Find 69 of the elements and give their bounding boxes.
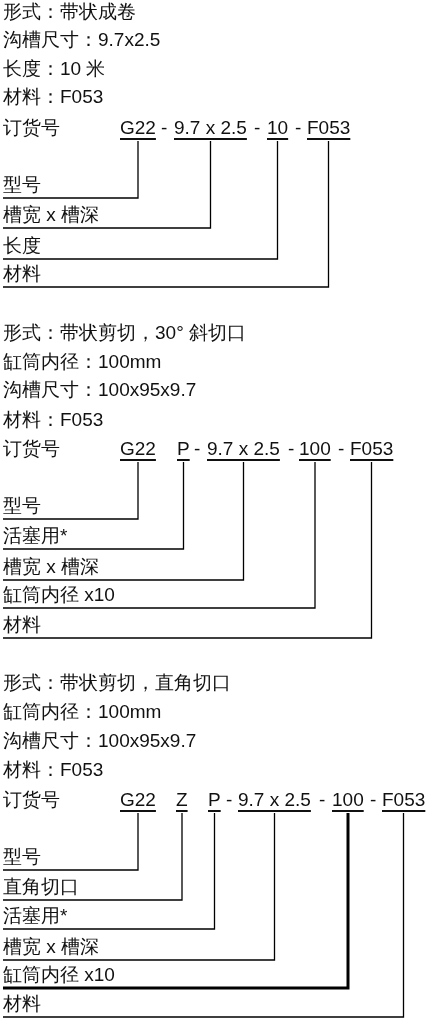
- leader-line: [3, 813, 350, 990]
- leader-line: [2, 461, 316, 609]
- order-code-text: G22: [120, 115, 156, 141]
- description-text: 材料: [3, 991, 41, 1017]
- description-text: 型号: [3, 493, 41, 519]
- separator-dash: -: [288, 437, 295, 461]
- leader-line: [2, 812, 183, 901]
- leader-line: [2, 812, 405, 1018]
- leader-line: [2, 812, 216, 930]
- leader-line: [2, 140, 139, 199]
- leader-line: [2, 140, 212, 229]
- order-number-label: 订货号: [3, 116, 60, 140]
- order-code-text: F053: [382, 787, 426, 813]
- order-code-text: G22: [120, 436, 156, 462]
- spec-text: 沟槽尺寸：100x95x9.7: [3, 729, 197, 753]
- separator-dash: -: [226, 788, 233, 812]
- description-text: 缸筒内径 x10: [3, 962, 115, 988]
- spec-text: 材料：F053: [3, 85, 104, 109]
- leader-line: [2, 461, 373, 639]
- description-text: 材料: [3, 261, 41, 287]
- description-text: 型号: [3, 844, 41, 870]
- order-code-text: P: [208, 787, 221, 813]
- separator-dash: -: [254, 116, 261, 140]
- description-text: 型号: [3, 172, 41, 198]
- order-code-text: 10: [267, 115, 289, 141]
- order-number-label: 订货号: [3, 437, 60, 461]
- separator-dash: -: [194, 437, 201, 461]
- leader-line: [2, 461, 139, 520]
- leader-line: [2, 140, 279, 260]
- order-code-text: 9.7 x 2.5: [207, 436, 280, 462]
- order-code-text: Z: [176, 787, 188, 813]
- spec-text: 形式：带状剪切，30° 斜切口: [3, 321, 246, 345]
- spec-text: 形式：带状剪切，直角切口: [3, 671, 231, 695]
- leader-line: [2, 461, 185, 550]
- leader-line: [2, 461, 245, 581]
- description-text: 槽宽 x 槽深: [3, 202, 100, 228]
- description-text: 长度: [3, 233, 41, 259]
- order-code-text: G22: [120, 787, 156, 813]
- spec-text: 沟槽尺寸：9.7x2.5: [3, 28, 161, 52]
- leader-line: [2, 812, 139, 871]
- separator-dash: -: [338, 437, 345, 461]
- order-code-text: 9.7 x 2.5: [238, 787, 311, 813]
- order-code-text: F053: [350, 436, 394, 462]
- leader-line: [2, 140, 330, 288]
- order-code-text: 9.7 x 2.5: [174, 115, 247, 141]
- separator-dash: -: [319, 788, 326, 812]
- description-text: 材料: [3, 612, 41, 638]
- description-text: 缸筒内径 x10: [3, 582, 115, 608]
- description-text: 槽宽 x 槽深: [3, 554, 100, 580]
- description-text: 活塞用*: [3, 903, 68, 929]
- leader-line: [2, 812, 276, 961]
- spec-text: 材料：F053: [3, 758, 104, 782]
- separator-dash: -: [161, 116, 168, 140]
- spec-text: 缸筒内径：100mm: [3, 350, 162, 374]
- order-code-text: 100: [332, 787, 364, 813]
- spec-text: 长度：10 米: [3, 57, 106, 81]
- description-text: 直角切口: [3, 874, 79, 900]
- order-code-text: F053: [307, 115, 351, 141]
- order-number-label: 订货号: [3, 788, 60, 812]
- spec-text: 材料：F053: [3, 408, 104, 432]
- description-text: 活塞用*: [3, 523, 68, 549]
- spec-text: 沟槽尺寸：100x95x9.7: [3, 378, 197, 402]
- separator-dash: -: [370, 788, 377, 812]
- spec-text: 缸筒内径：100mm: [3, 700, 162, 724]
- separator-dash: -: [295, 116, 302, 140]
- spec-text: 形式：带状成卷: [3, 0, 136, 24]
- order-code-text: 100: [299, 436, 331, 462]
- description-text: 槽宽 x 槽深: [3, 934, 100, 960]
- order-code-text: P: [177, 436, 190, 462]
